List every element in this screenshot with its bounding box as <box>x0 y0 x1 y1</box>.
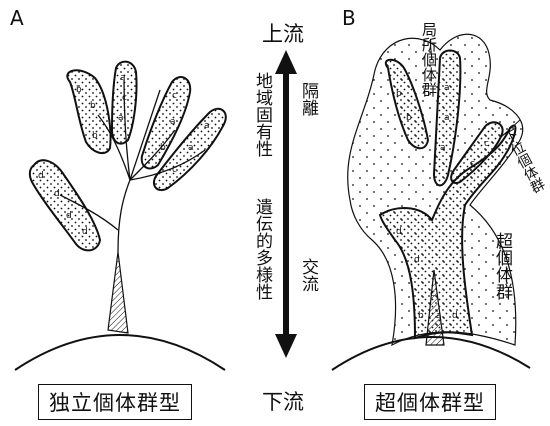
svg-text:a: a <box>170 117 176 127</box>
label-local-population: 局所個体群 <box>420 22 437 97</box>
svg-text:d: d <box>452 311 458 321</box>
axis-left-lower: 遺伝的多様性 <box>252 198 272 300</box>
axis-top-label: 上流 <box>262 18 304 48</box>
svg-text:c: c <box>470 159 475 169</box>
svg-text:d: d <box>396 227 402 237</box>
svg-text:c: c <box>430 289 435 299</box>
svg-text:d: d <box>54 189 60 199</box>
ground-hill-a <box>15 335 225 370</box>
svg-text:a: a <box>204 121 210 131</box>
label-metapopulation: 超個体群 <box>492 232 512 300</box>
caption-b: 超個体群型 <box>364 384 496 420</box>
axis-bottom-label: 下流 <box>262 386 304 416</box>
svg-text:a: a <box>436 311 442 321</box>
svg-text:a: a <box>444 83 450 93</box>
svg-text:c: c <box>484 139 489 149</box>
svg-text:b: b <box>76 85 82 95</box>
svg-text:b: b <box>90 101 96 111</box>
svg-text:b: b <box>418 311 424 321</box>
svg-text:a: a <box>120 73 126 83</box>
svg-text:d: d <box>414 255 420 265</box>
svg-text:a: a <box>118 113 124 123</box>
svg-text:d: d <box>82 227 88 237</box>
caption-a: 独立個体群型 <box>38 384 192 420</box>
axis-right-upper: 隔離 <box>298 82 318 116</box>
trunk-a <box>108 252 128 333</box>
svg-text:c: c <box>172 91 177 101</box>
svg-text:c: c <box>172 165 177 175</box>
svg-text:a: a <box>440 143 446 153</box>
svg-text:a: a <box>188 143 194 153</box>
svg-text:d: d <box>66 211 72 221</box>
axis-left-upper: 地域固有性 <box>252 72 272 157</box>
svg-text:b: b <box>92 131 98 141</box>
svg-text:d: d <box>38 171 44 181</box>
svg-text:a: a <box>444 113 450 123</box>
axis-right-lower: 交流 <box>298 258 318 292</box>
center-arrow <box>275 50 297 358</box>
svg-text:b: b <box>396 89 402 99</box>
svg-text:b: b <box>406 113 412 123</box>
svg-text:b: b <box>160 143 166 153</box>
svg-text:c: c <box>122 93 127 103</box>
